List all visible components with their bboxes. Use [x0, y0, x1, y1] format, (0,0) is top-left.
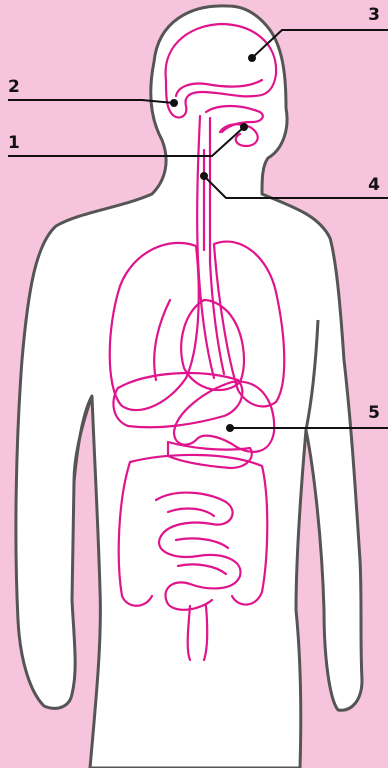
- callout-1-label: 1: [8, 133, 20, 153]
- callout-5-dot: [226, 424, 234, 432]
- callout-3-dot: [248, 54, 256, 62]
- callout-3-label: 3: [368, 5, 380, 25]
- callout-4-dot: [200, 172, 208, 180]
- callout-5-label: 5: [368, 403, 380, 423]
- callout-2-label: 2: [8, 77, 20, 97]
- callout-4-label: 4: [368, 175, 380, 195]
- callout-2-leader: [8, 100, 174, 103]
- callout-1-dot: [240, 123, 248, 131]
- callout-2-dot: [170, 99, 178, 107]
